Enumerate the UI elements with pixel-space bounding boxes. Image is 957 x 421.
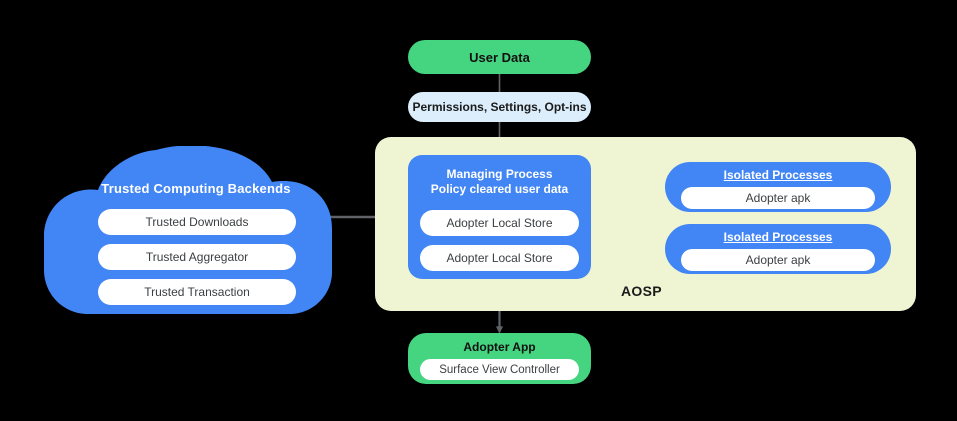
managing-process-item-label: Adopter Local Store — [446, 216, 553, 230]
managing-process-title: Managing Process Policy cleared user dat… — [420, 167, 579, 197]
managing-process-item-adopter-local-store-1[interactable]: Adopter Local Store — [420, 210, 579, 236]
node-user-data[interactable]: User Data — [408, 40, 591, 74]
managing-process-item-list: Adopter Local Store Adopter Local Store — [420, 210, 579, 271]
isolated-process-item-label: Adopter apk — [745, 253, 811, 267]
managing-process-item-adopter-local-store-2[interactable]: Adopter Local Store — [420, 245, 579, 271]
isolated-process-item-label: Adopter apk — [745, 191, 811, 205]
cloud-item-label: Trusted Downloads — [145, 215, 249, 229]
isolated-process-item-adopter-apk[interactable]: Adopter apk — [681, 187, 875, 209]
isolated-process-title: Isolated Processes — [723, 230, 833, 244]
node-isolated-process-1[interactable]: Isolated Processes Adopter apk — [665, 162, 891, 212]
managing-process-title-line2: Policy cleared user data — [430, 182, 569, 196]
isolated-process-item-adopter-apk[interactable]: Adopter apk — [681, 249, 875, 271]
cloud-title: Trusted Computing Backends — [101, 181, 291, 196]
cloud-item-trusted-downloads[interactable]: Trusted Downloads — [98, 209, 296, 235]
adopter-app-item-surface-view-controller[interactable]: Surface View Controller — [420, 359, 579, 380]
adopter-app-item-label: Surface View Controller — [439, 363, 560, 376]
node-managing-process[interactable]: Managing Process Policy cleared user dat… — [408, 155, 591, 279]
adopter-app-title: Adopter App — [463, 340, 536, 354]
node-permissions-label: Permissions, Settings, Opt-ins — [412, 100, 587, 114]
aosp-label: AOSP — [621, 283, 662, 299]
managing-process-title-line1: Managing Process — [446, 167, 553, 181]
cloud-item-trusted-aggregator[interactable]: Trusted Aggregator — [98, 244, 296, 270]
isolated-process-title: Isolated Processes — [723, 168, 833, 182]
cloud-item-trusted-transaction[interactable]: Trusted Transaction — [98, 279, 296, 305]
cloud-item-label: Trusted Transaction — [144, 285, 250, 299]
cloud-item-label: Trusted Aggregator — [145, 250, 249, 264]
cloud-item-list: Trusted Downloads Trusted Aggregator Tru… — [98, 209, 296, 305]
node-permissions[interactable]: Permissions, Settings, Opt-ins — [408, 92, 591, 122]
node-user-data-label: User Data — [469, 49, 530, 65]
managing-process-item-label: Adopter Local Store — [446, 251, 553, 265]
node-adopter-app[interactable]: Adopter App Surface View Controller — [408, 333, 591, 384]
node-trusted-computing-backends[interactable]: Trusted Computing Backends Trusted Downl… — [40, 146, 352, 314]
node-isolated-process-2[interactable]: Isolated Processes Adopter apk — [665, 224, 891, 274]
